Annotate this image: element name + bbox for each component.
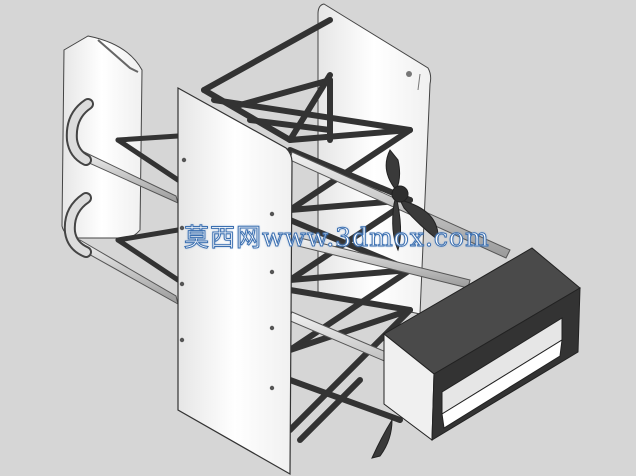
watermark-text: 莫西网www.3dmox.com [184, 223, 490, 253]
curved-pipes [63, 98, 94, 258]
front-wind-blade [177, 86, 293, 476]
generator-housing [383, 247, 581, 441]
propeller [371, 149, 439, 459]
lattice-frame [115, 17, 413, 443]
